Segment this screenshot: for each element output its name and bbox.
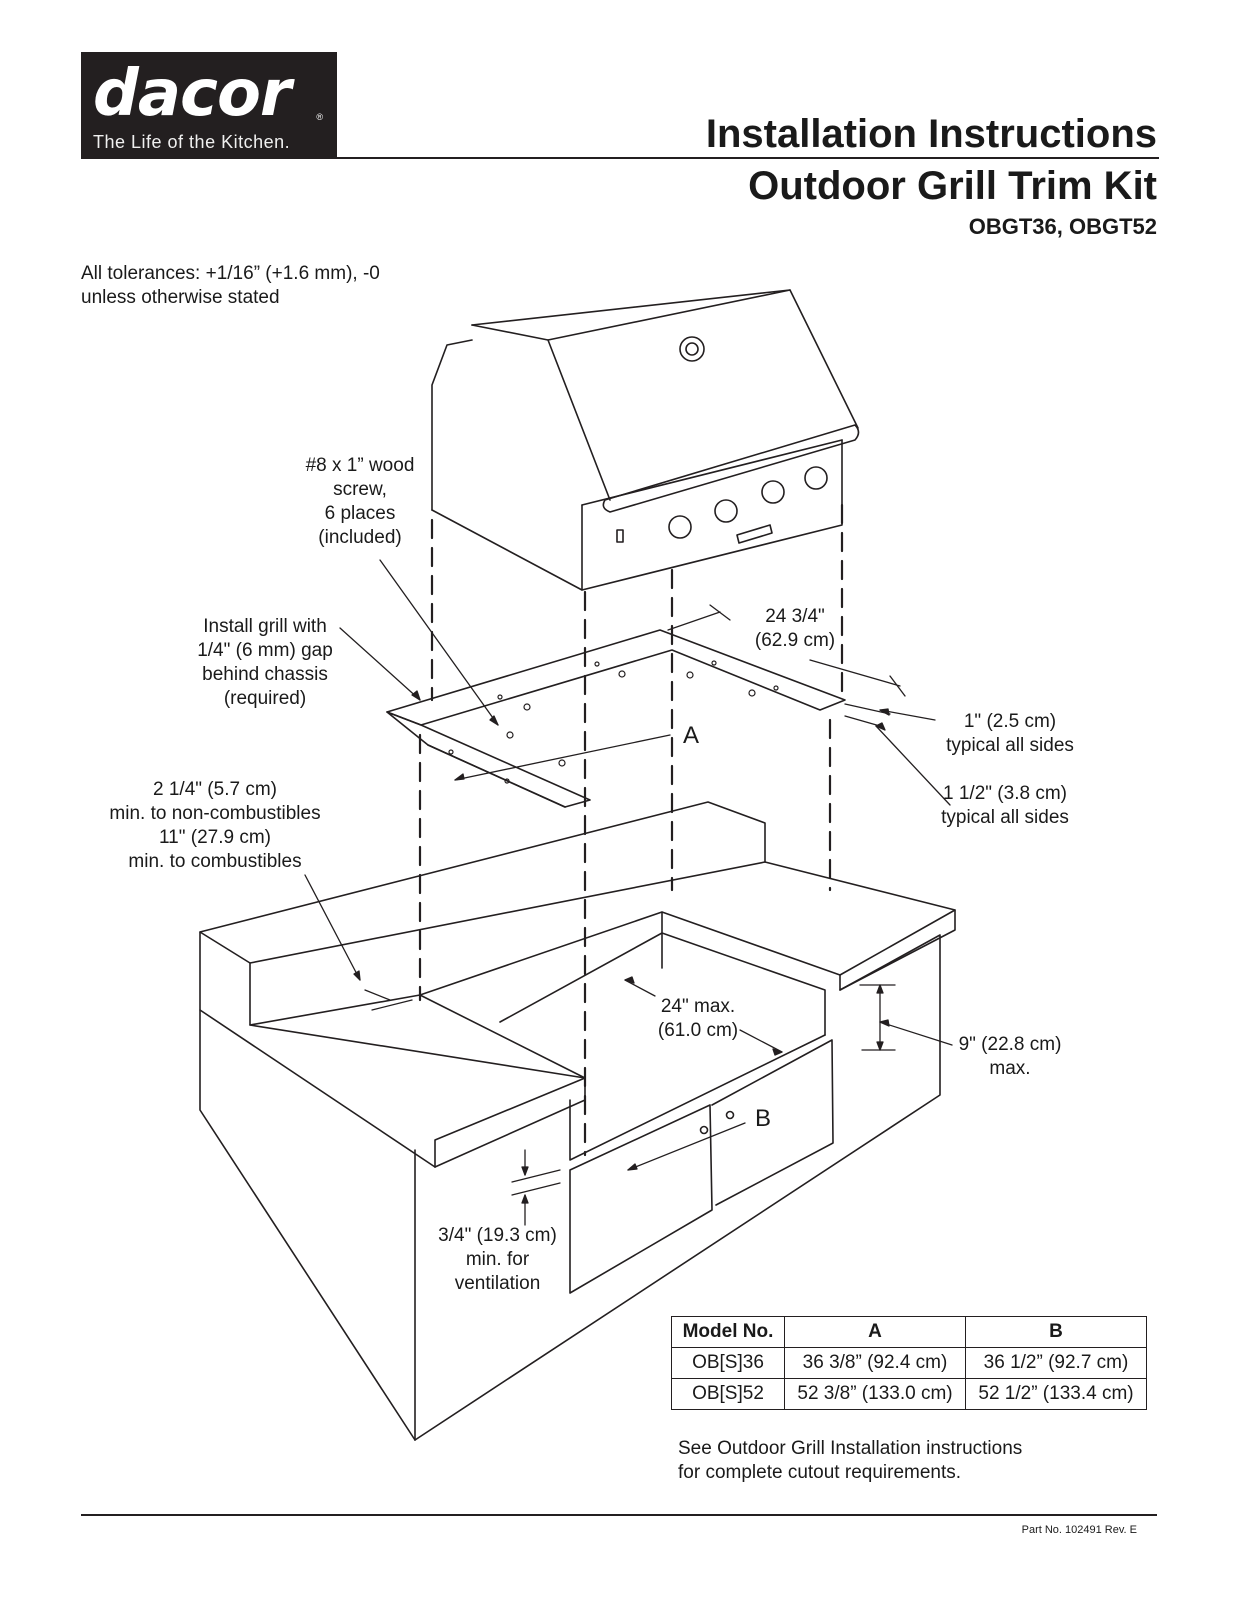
logo-tagline: The Life of the Kitchen. xyxy=(93,132,291,152)
depth-callout: 24 3/4" (62.9 cm) xyxy=(754,606,836,651)
side-1-5in-callout: 1 1/2" (3.8 cm) typical all sides xyxy=(941,783,1069,828)
footer-rule xyxy=(81,1514,1157,1516)
side-1in-callout: 1" (2.5 cm) typical all sides xyxy=(946,711,1074,756)
table-cell: OB[S]36 xyxy=(671,1347,785,1379)
part-number: Part No. 102491 Rev. E xyxy=(1021,1524,1137,1536)
table-header-row: Model No. A B xyxy=(671,1316,1147,1348)
table-cell: 52 3/8” (133.0 cm) xyxy=(784,1378,966,1410)
footnote: See Outdoor Grill Installation instructi… xyxy=(678,1438,1023,1483)
trim-frame xyxy=(386,629,846,808)
tolerances-note: All tolerances: +1/16” (+1.6 mm), -0 unl… xyxy=(81,263,380,308)
gap-callout: Install grill with 1/4" (6 mm) gap behin… xyxy=(197,616,333,709)
logo-registered-mark: ® xyxy=(316,112,323,122)
grill-illustration xyxy=(431,289,860,591)
table-cell: 52 1/2” (133.4 cm) xyxy=(965,1378,1147,1410)
island-illustration xyxy=(199,801,956,1441)
dimension-label-b: B xyxy=(755,1105,772,1132)
header-rule xyxy=(337,157,1159,159)
cutout-depth-callout: 24" max. (61.0 cm) xyxy=(657,996,739,1041)
dacor-logo: dacor ® The Life of the Kitchen. xyxy=(81,52,337,159)
dimension-table: Model No. A B OB[S]36 36 3/8” (92.4 cm) … xyxy=(671,1316,1147,1410)
table-header-model: Model No. xyxy=(671,1316,785,1348)
table-row: OB[S]52 52 3/8” (133.0 cm) 52 1/2” (133.… xyxy=(671,1378,1147,1410)
model-numbers: OBGT36, OBGT52 xyxy=(968,214,1157,239)
table-row: OB[S]36 36 3/8” (92.4 cm) 36 1/2” (92.7 … xyxy=(671,1347,1147,1379)
dimension-label-a: A xyxy=(683,722,700,749)
table-header-b: B xyxy=(965,1316,1147,1348)
table-cell: 36 3/8” (92.4 cm) xyxy=(784,1347,966,1379)
ventilation-callout: 3/4" (19.3 cm) min. for ventilation xyxy=(438,1225,557,1294)
document-title: Installation Instructions xyxy=(705,112,1157,156)
height-callout: 9" (22.8 cm) max. xyxy=(958,1034,1062,1079)
table-cell: OB[S]52 xyxy=(671,1378,785,1410)
screw-callout: #8 x 1” wood screw, 6 places (included) xyxy=(305,455,415,548)
logo-wordmark: dacor xyxy=(93,57,291,131)
document-subtitle: Outdoor Grill Trim Kit xyxy=(748,164,1157,208)
table-header-a: A xyxy=(784,1316,966,1348)
table-cell: 36 1/2” (92.7 cm) xyxy=(965,1347,1147,1379)
clearance-callout: 2 1/4" (5.7 cm) min. to non-combustibles… xyxy=(109,779,321,872)
